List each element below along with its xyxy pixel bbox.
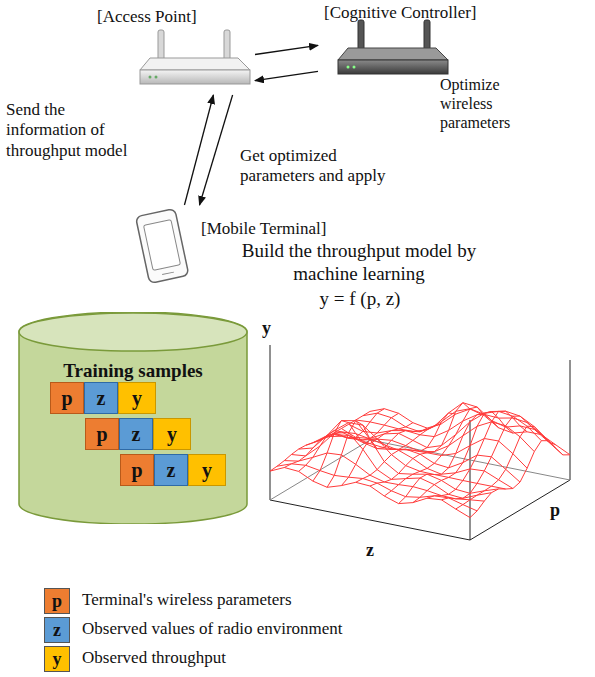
legend-letter: z — [53, 620, 61, 641]
sample-cell: y — [153, 418, 191, 450]
edge-label: Send the information of throughput model — [6, 100, 128, 161]
node-heading: [Cognitive Controller] — [324, 3, 477, 23]
sample-cell: y — [188, 454, 226, 486]
sample-cell: p — [50, 382, 84, 414]
mesh-line — [320, 435, 520, 483]
arrow-connector — [200, 95, 233, 205]
axis-label: z — [366, 540, 374, 562]
device-node: [Access Point] — [95, 5, 255, 95]
mobile-terminal-icon — [136, 209, 189, 284]
sample-cell: p — [120, 454, 154, 486]
sample-cell: y — [118, 382, 156, 414]
axis-label: y — [262, 318, 271, 340]
cell-letter: z — [167, 459, 176, 482]
arrow-connector — [255, 45, 318, 54]
database-cylinder: Training samplespzypzypzy — [18, 312, 248, 524]
formula: y = f (p, z) — [300, 288, 420, 311]
mesh-line — [363, 403, 563, 455]
sample-cell: p — [85, 418, 119, 450]
legend-letter: p — [52, 591, 62, 612]
cell-letter: y — [132, 387, 142, 410]
mesh-line — [284, 453, 484, 501]
mesh-line — [327, 436, 527, 468]
plot-axes — [270, 345, 570, 540]
mesh-line — [370, 409, 570, 455]
cell-letter: z — [97, 387, 106, 410]
arrow-connector — [184, 95, 213, 205]
legend-text: Observed throughput — [82, 648, 226, 668]
sample-cell: z — [84, 382, 118, 414]
surface-mesh — [270, 403, 570, 518]
node-heading: [Mobile Terminal] — [201, 219, 327, 239]
cell-letter: y — [202, 459, 212, 482]
sample-cell: z — [119, 418, 153, 450]
arrow-connector — [255, 71, 318, 80]
node-note: Optimize wireless parameters — [440, 75, 538, 133]
mesh-line — [441, 416, 541, 500]
controller-icon — [338, 20, 448, 74]
mesh-line — [456, 426, 556, 509]
edge-label: Get optimized parameters and apply — [240, 146, 390, 187]
device-node: [Cognitive Controller]Optimize wireless … — [318, 3, 540, 121]
cell-letter: p — [96, 423, 107, 446]
cell-letter: p — [131, 459, 142, 482]
node-heading: Training samples — [18, 360, 248, 383]
mesh-line — [356, 413, 456, 482]
mesh-line — [327, 421, 427, 488]
legend-swatch: p — [44, 588, 70, 614]
legend-text: Observed values of radio environment — [82, 619, 343, 639]
caption-text: Build the throughput model by machine le… — [228, 240, 490, 286]
cell-letter: y — [167, 423, 177, 446]
access-point-icon — [140, 30, 250, 84]
sample-cell: z — [154, 454, 188, 486]
cell-letter: p — [61, 387, 72, 410]
legend-text: Terminal's wireless parameters — [82, 590, 292, 610]
node-heading: [Access Point] — [97, 7, 197, 27]
mesh-line — [399, 414, 499, 503]
legend-swatch: y — [44, 646, 70, 672]
axis-label: p — [550, 500, 560, 522]
mesh-line — [277, 464, 477, 511]
legend-letter: y — [53, 649, 62, 670]
cell-letter: z — [132, 423, 141, 446]
legend-swatch: z — [44, 617, 70, 643]
